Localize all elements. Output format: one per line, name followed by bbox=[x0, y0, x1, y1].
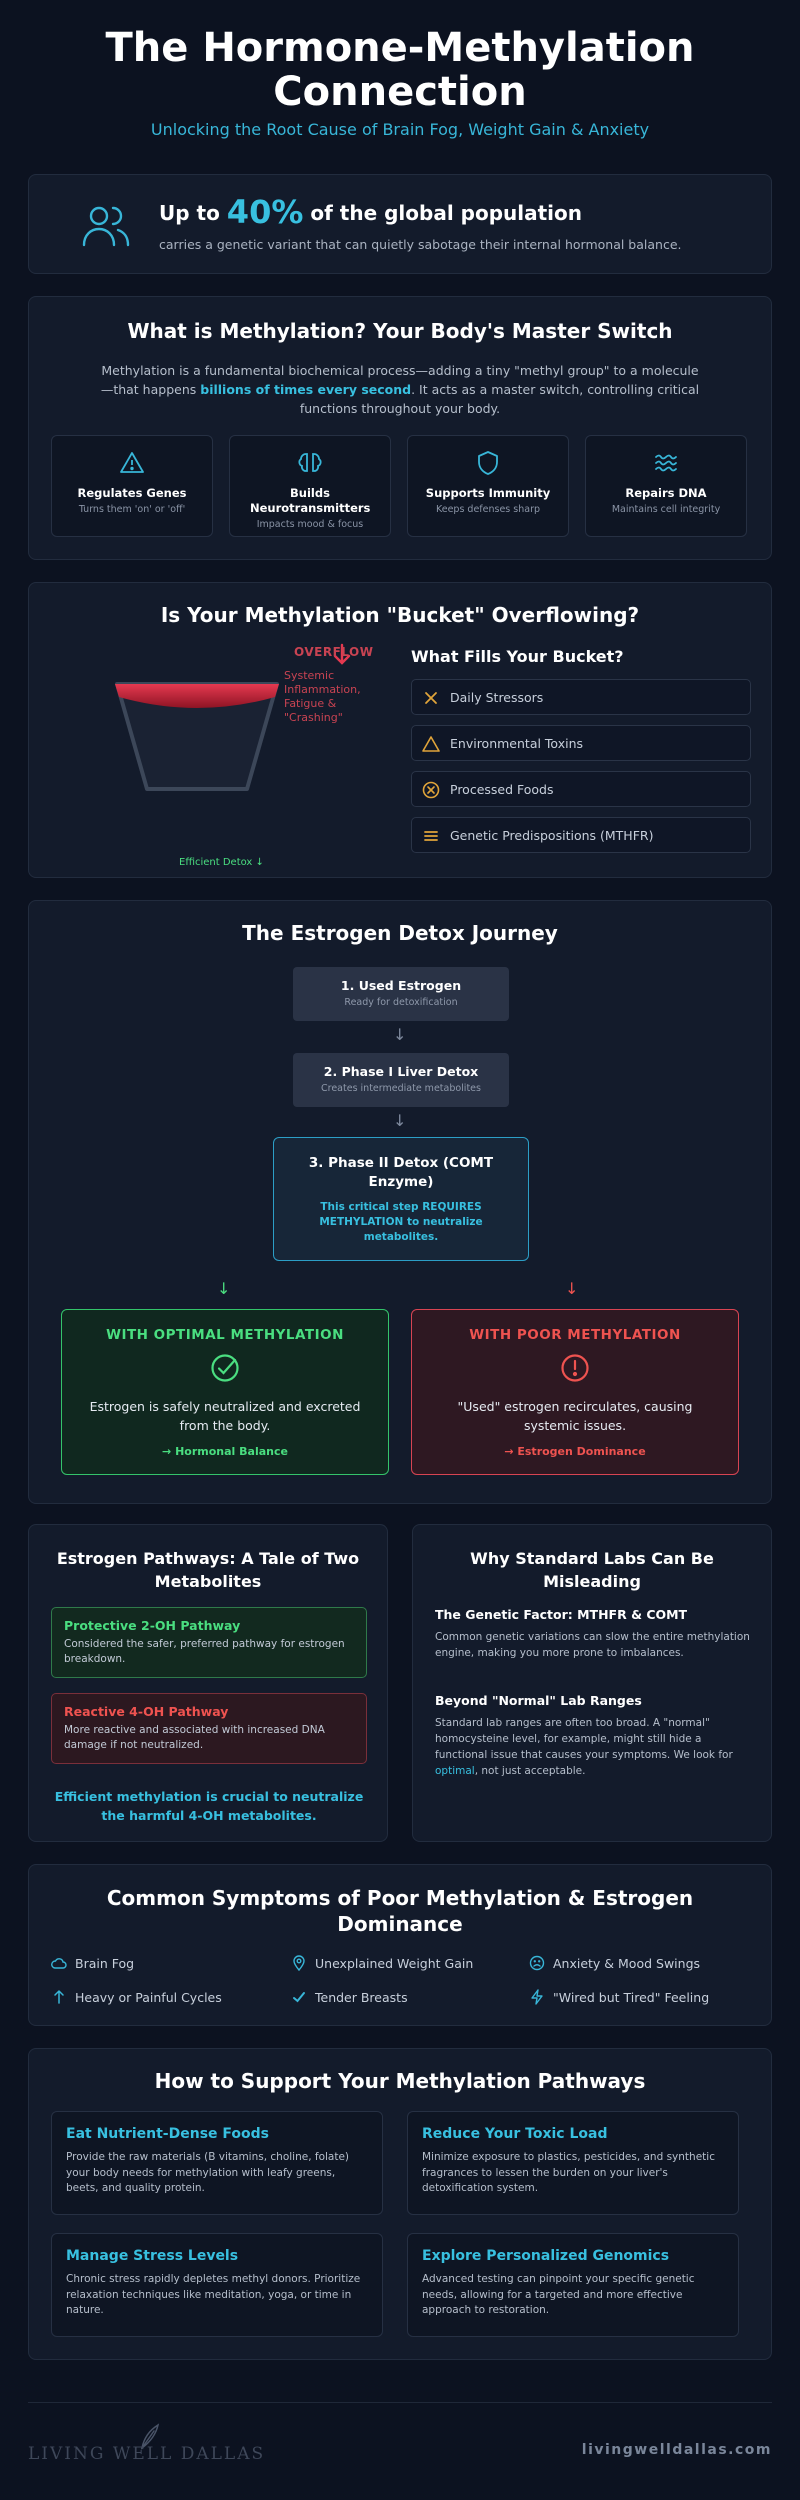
estrogen-pathways-card: Estrogen Pathways: A Tale of Two Metabol… bbox=[28, 1524, 388, 1842]
page-subtitle: Unlocking the Root Cause of Brain Fog, W… bbox=[150, 120, 650, 139]
arrow-up-icon bbox=[54, 1989, 64, 2004]
feature-subtitle: Impacts mood & focus bbox=[256, 519, 364, 530]
feature-title: Builds Neurotransmitters bbox=[250, 486, 371, 515]
standard-labs-card: Why Standard Labs Can Be Misleading The … bbox=[412, 1524, 772, 1842]
pathways-footer: Efficient methylation is crucial to neut… bbox=[54, 1789, 364, 1823]
frown-face-icon bbox=[529, 1955, 545, 1971]
feature-subtitle: Turns them 'on' or 'off' bbox=[78, 504, 186, 515]
feature-title: Repairs DNA bbox=[625, 486, 707, 500]
footer-logo: LIVING WELL DALLAS bbox=[28, 2444, 266, 2464]
footer-website[interactable]: livingwelldallas.com bbox=[581, 2442, 772, 2458]
arrow-down-red-icon: ↓ bbox=[565, 1279, 579, 1298]
arrow-down-icon: ↓ bbox=[393, 1111, 407, 1130]
genetic-factor-text: Common genetic variations can slow the e… bbox=[435, 1631, 750, 1659]
fill-item-processed-foods: Processed Foods bbox=[411, 771, 751, 807]
footer-divider bbox=[28, 2402, 772, 2403]
bucket-illustration bbox=[115, 682, 279, 791]
feature-title: Supports Immunity bbox=[425, 486, 551, 500]
warning-triangle-icon bbox=[120, 452, 144, 473]
step-phase1-liver-detox: 2. Phase I Liver Detox Creates intermedi… bbox=[293, 1053, 509, 1107]
support-section: How to Support Your Methylation Pathways… bbox=[28, 2048, 772, 2360]
cloud-icon bbox=[51, 1958, 67, 1969]
genetic-factor-title: The Genetic Factor: MTHFR & COMT bbox=[435, 1607, 688, 1622]
arrow-down-green-icon: ↓ bbox=[217, 1279, 231, 1298]
overflow-arrow-icon bbox=[333, 643, 351, 665]
step-phase2-detox: 3. Phase II Detox (COMT Enzyme) This cri… bbox=[273, 1137, 529, 1261]
journey-title: The Estrogen Detox Journey bbox=[242, 921, 558, 945]
stat-headline: Up to 40% of the global population bbox=[159, 193, 582, 231]
feature-subtitle: Maintains cell integrity bbox=[611, 504, 721, 515]
fill-item-environmental-toxins: Environmental Toxins bbox=[411, 725, 751, 761]
pathway-reactive: Reactive 4-OH Pathway More reactive and … bbox=[51, 1693, 367, 1764]
methylation-title: What is Methylation? Your Body's Master … bbox=[127, 319, 673, 343]
stat-card: Up to 40% of the global population carri… bbox=[28, 174, 772, 274]
bucket-section: Is Your Methylation "Bucket" Overflowing… bbox=[28, 582, 772, 878]
logo-leaf-icon bbox=[140, 2423, 160, 2450]
warning-triangle-icon bbox=[422, 736, 440, 752]
fill-item-daily-stressors: Daily Stressors bbox=[411, 679, 751, 715]
check-circle-icon bbox=[211, 1354, 239, 1382]
tip-nutrient-dense-foods: Eat Nutrient-Dense Foods Provide the raw… bbox=[51, 2111, 383, 2215]
x-icon bbox=[425, 692, 437, 704]
pathways-title: Estrogen Pathways: A Tale of Two Metabol… bbox=[56, 1549, 360, 1591]
alert-circle-icon bbox=[561, 1354, 589, 1382]
list-icon bbox=[424, 831, 438, 841]
overflow-description: Systemic Inflammation, Fatigue & "Crashi… bbox=[284, 669, 361, 724]
methylation-section: What is Methylation? Your Body's Master … bbox=[28, 296, 772, 560]
arrow-down-icon: ↓ bbox=[393, 1025, 407, 1044]
location-pin-icon bbox=[293, 1955, 305, 1971]
symptoms-section: Common Symptoms of Poor Methylation & Es… bbox=[28, 1864, 772, 2026]
feature-regulates-genes: Regulates Genes Turns them 'on' or 'off' bbox=[51, 435, 213, 537]
page-title: The Hormone-Methylation Connection bbox=[105, 25, 695, 115]
feature-repairs-dna: Repairs DNA Maintains cell integrity bbox=[585, 435, 747, 537]
support-title: How to Support Your Methylation Pathways bbox=[154, 2069, 646, 2093]
feature-builds-neurotransmitters: Builds Neurotransmitters Impacts mood & … bbox=[229, 435, 391, 537]
lab-ranges-title: Beyond "Normal" Lab Ranges bbox=[435, 1693, 642, 1708]
labs-title: Why Standard Labs Can Be Misleading bbox=[470, 1549, 714, 1591]
pathway-protective: Protective 2-OH Pathway Considered the s… bbox=[51, 1607, 367, 1678]
efficient-detox-label: Efficient Detox ↓ bbox=[179, 857, 264, 868]
step-used-estrogen: 1. Used Estrogen Ready for detoxificatio… bbox=[293, 967, 509, 1021]
shield-icon bbox=[478, 451, 498, 475]
lightning-icon bbox=[531, 1989, 543, 2005]
dna-waves-icon bbox=[655, 454, 677, 472]
overflow-label: OVERFLOW bbox=[294, 645, 374, 659]
lab-ranges-text: Standard lab ranges are often too broad.… bbox=[435, 1717, 733, 1777]
tip-manage-stress: Manage Stress Levels Chronic stress rapi… bbox=[51, 2233, 383, 2337]
feature-title: Regulates Genes bbox=[77, 486, 187, 500]
stat-value: 40% bbox=[226, 193, 304, 231]
tip-reduce-toxic-load: Reduce Your Toxic Load Minimize exposure… bbox=[407, 2111, 739, 2215]
estrogen-journey-section: The Estrogen Detox Journey 1. Used Estro… bbox=[28, 900, 772, 1504]
brain-icon bbox=[298, 453, 322, 472]
feature-subtitle: Keeps defenses sharp bbox=[435, 504, 541, 515]
fill-item-genetic-predispositions: Genetic Predispositions (MTHFR) bbox=[411, 817, 751, 853]
stat-description: carries a genetic variant that can quiet… bbox=[159, 237, 682, 252]
outcome-optimal: WITH OPTIMAL METHYLATION Estrogen is saf… bbox=[61, 1309, 389, 1475]
users-icon bbox=[82, 206, 130, 247]
fills-title: What Fills Your Bucket? bbox=[411, 647, 624, 666]
bucket-title: Is Your Methylation "Bucket" Overflowing… bbox=[160, 603, 640, 627]
tip-personalized-genomics: Explore Personalized Genomics Advanced t… bbox=[407, 2233, 739, 2337]
symptoms-title: Common Symptoms of Poor Methylation & Es… bbox=[106, 1886, 694, 1936]
x-circle-icon bbox=[422, 781, 440, 799]
outcome-poor: WITH POOR METHYLATION "Used" estrogen re… bbox=[411, 1309, 739, 1475]
feature-supports-immunity: Supports Immunity Keeps defenses sharp bbox=[407, 435, 569, 537]
methylation-description: Methylation is a fundamental biochemical… bbox=[100, 363, 700, 416]
check-mark-icon bbox=[293, 1992, 305, 2003]
